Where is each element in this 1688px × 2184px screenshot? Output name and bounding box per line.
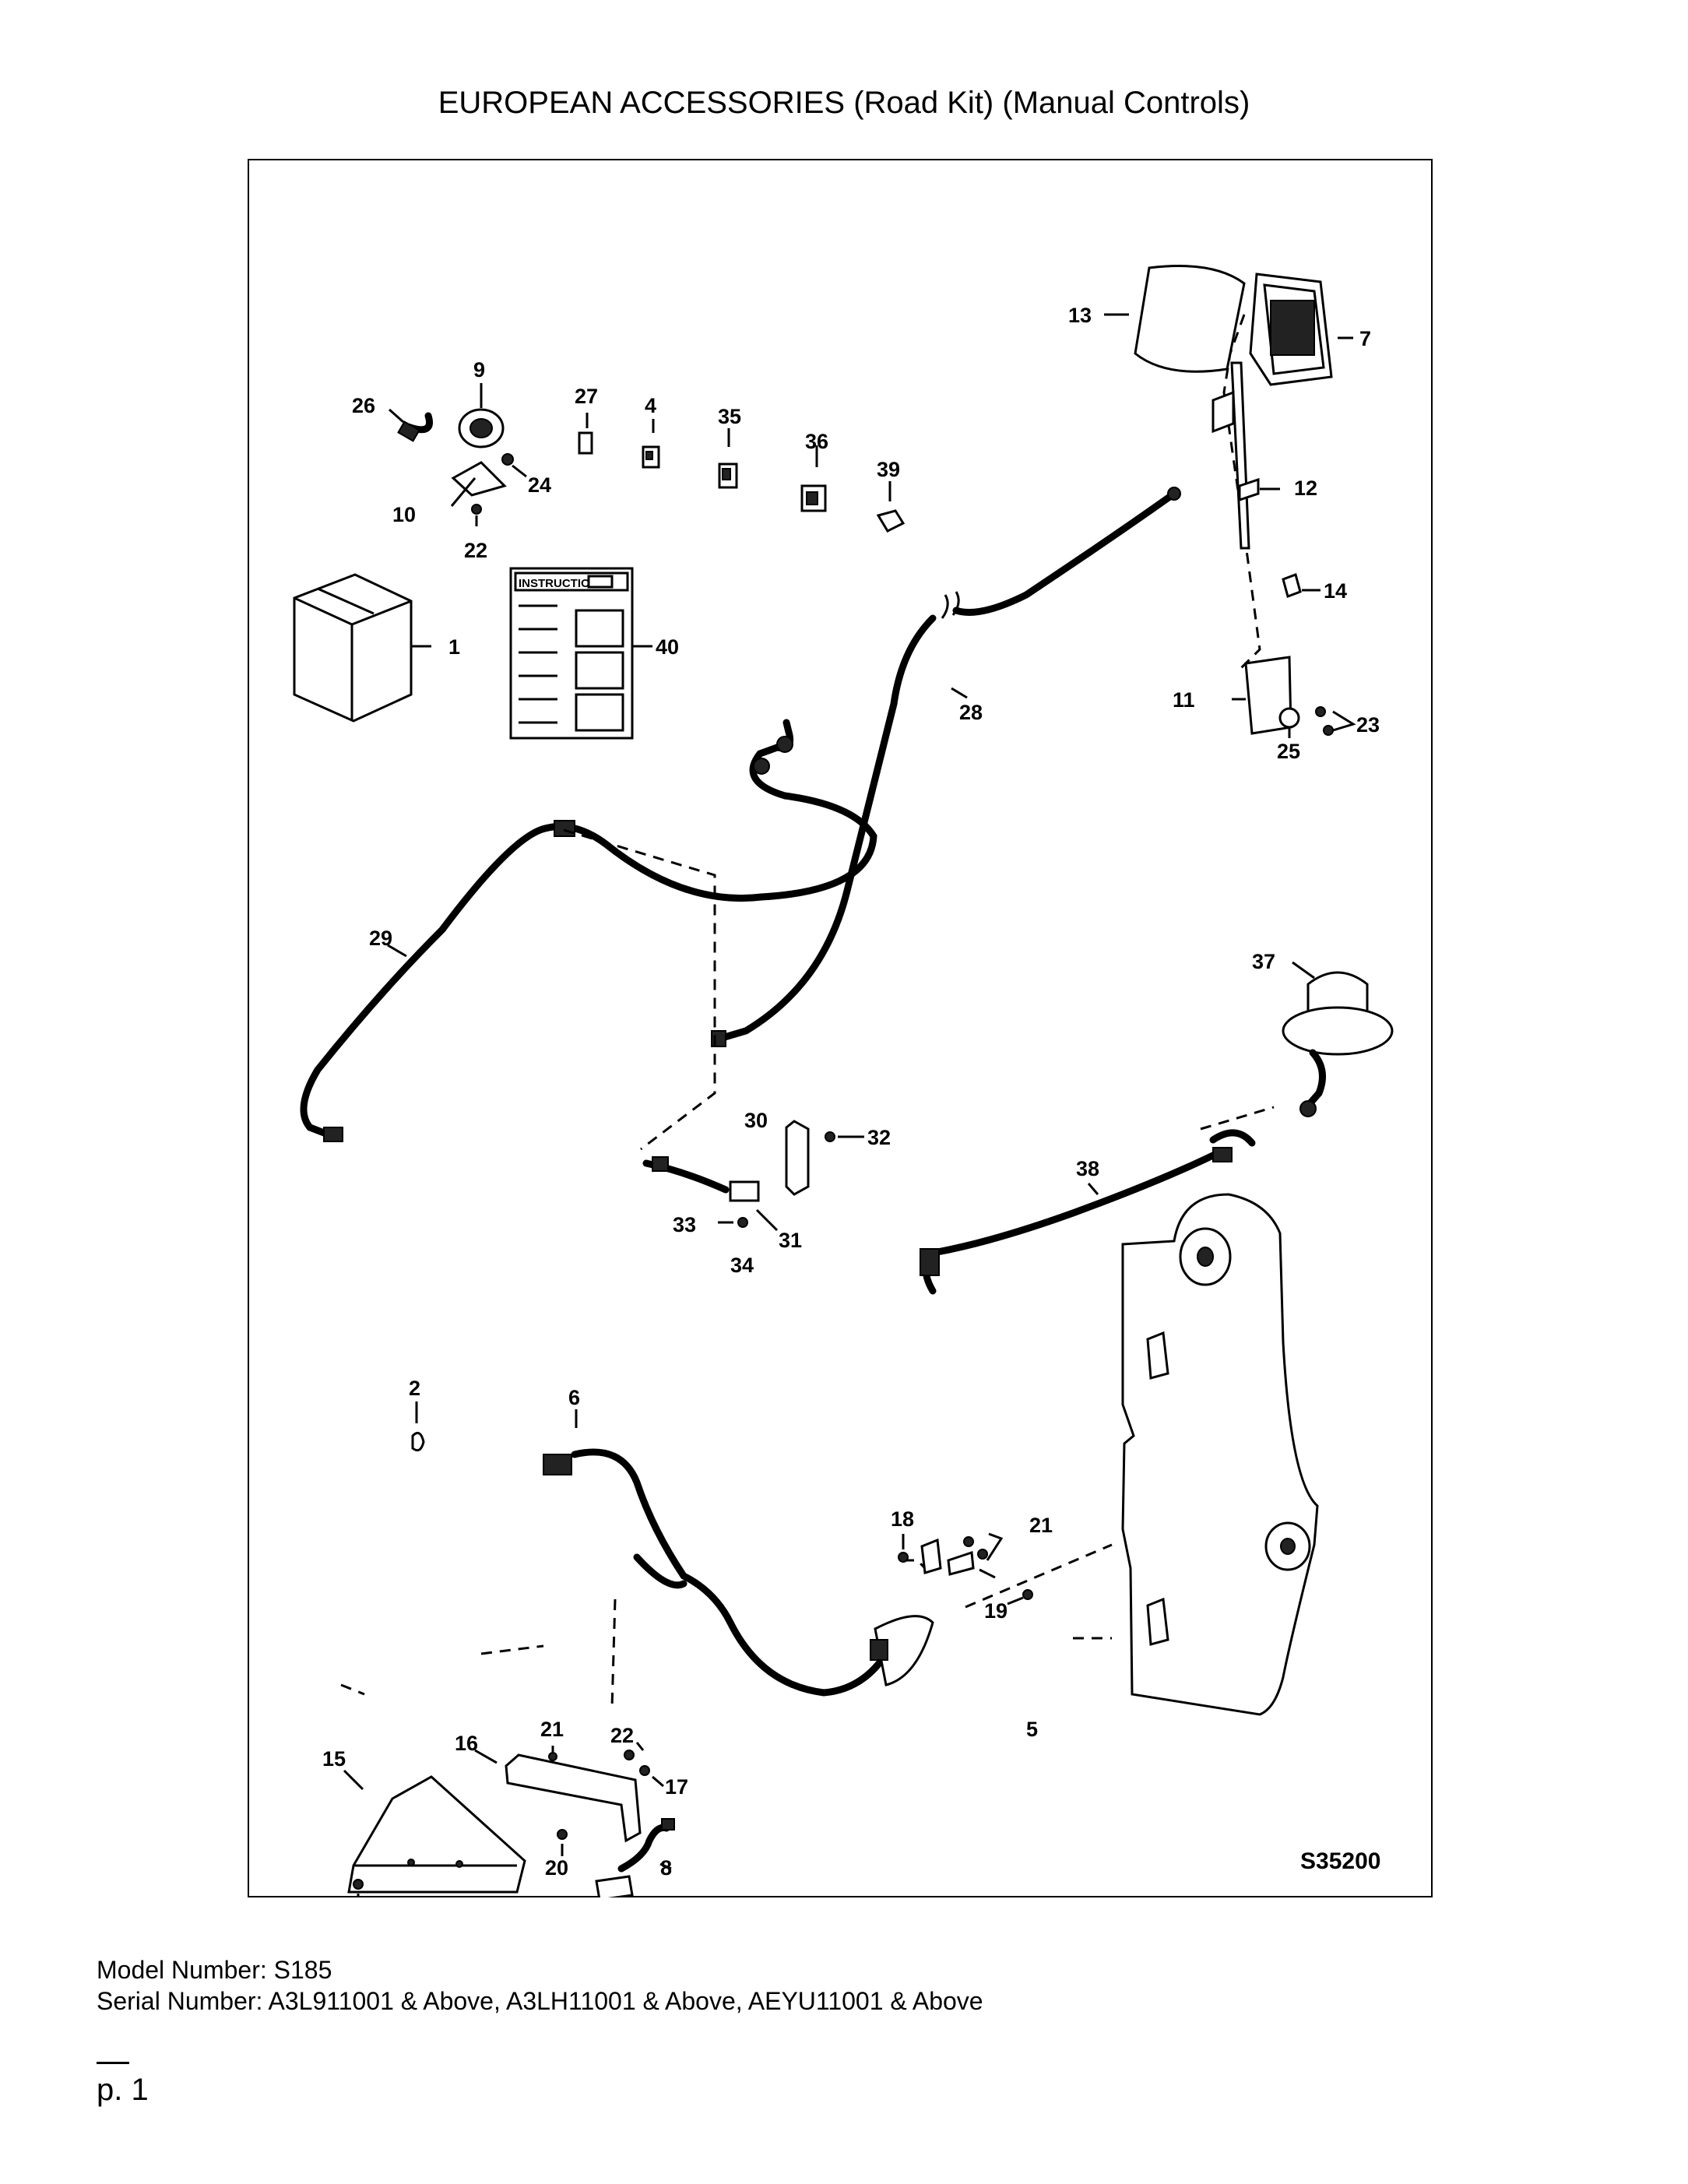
callout-26: 26 — [352, 394, 375, 417]
callout-17: 17 — [665, 1775, 688, 1799]
callout-23: 23 — [1356, 713, 1380, 737]
clip-part — [411, 1401, 425, 1452]
callout-16: 16 — [455, 1732, 478, 1755]
callout-35: 35 — [718, 405, 741, 428]
callout-1: 1 — [448, 635, 460, 659]
callout-7: 7 — [1359, 327, 1371, 350]
callout-14: 14 — [1324, 579, 1347, 603]
callout-40: 40 — [656, 635, 679, 659]
instructions-label: INSTRUCTIONS — [519, 577, 607, 590]
callout-27: 27 — [575, 385, 598, 408]
diagram-frame — [248, 159, 1433, 1897]
callout-4: 4 — [645, 394, 656, 417]
page-title: EUROPEAN ACCESSORIES (Road Kit) (Manual … — [438, 86, 1250, 120]
mirror-and-lamp-assembly — [1104, 265, 1356, 738]
horn-assembly — [389, 383, 527, 526]
callout-31: 31 — [779, 1229, 802, 1252]
callout-12: 12 — [1294, 477, 1317, 500]
page-number: p. 1 — [97, 2073, 149, 2107]
callout-numbers: 1 2 3 4 5 6 7 8 9 10 11 12 13 14 15 16 1… — [322, 304, 1380, 1880]
instructions-sheet: INSTRUCTIONS — [509, 567, 652, 740]
callout-22-a: 22 — [464, 539, 487, 562]
side-panel — [1121, 1193, 1319, 1716]
callout-39: 39 — [877, 458, 900, 481]
callout-37: 37 — [1252, 950, 1275, 973]
cable-29 — [300, 719, 877, 1142]
connection-lines — [340, 314, 1275, 1709]
parts-diagram: .ln { stroke:#000; stroke-width:3; fill:… — [293, 265, 1394, 1897]
callout-28: 28 — [959, 701, 983, 724]
switch-bracket-assembly — [642, 1120, 864, 1232]
callout-10: 10 — [392, 503, 416, 526]
callout-11: 11 — [1173, 688, 1195, 712]
callout-36: 36 — [805, 430, 828, 453]
callout-21-b: 21 — [1029, 1514, 1053, 1537]
callout-29: 29 — [369, 927, 392, 950]
callout-15: 15 — [322, 1747, 346, 1771]
switch-parts — [578, 413, 906, 533]
cable-6 — [543, 1409, 934, 1697]
callout-22-b: 22 — [610, 1724, 634, 1747]
callout-21-a: 21 — [540, 1718, 564, 1741]
callout-32: 32 — [867, 1126, 891, 1149]
callout-8: 8 — [660, 1856, 672, 1880]
callout-19: 19 — [984, 1599, 1008, 1623]
beacon-light — [920, 961, 1394, 1295]
callout-24: 24 — [528, 473, 551, 497]
callout-9: 9 — [473, 358, 485, 382]
cable-28 — [711, 487, 1181, 1047]
callout-6: 6 — [568, 1386, 580, 1409]
light-bracket-assembly — [898, 1532, 1033, 1605]
slow-vehicle-triangle-assembly — [343, 1742, 675, 1897]
box-part — [293, 573, 431, 723]
model-number: Model Number: S185 — [97, 1956, 332, 1984]
callout-13: 13 — [1068, 304, 1092, 327]
callout-20: 20 — [545, 1856, 568, 1880]
callout-25: 25 — [1277, 740, 1300, 763]
callout-2: 2 — [409, 1377, 420, 1400]
callout-30: 30 — [744, 1109, 768, 1132]
callout-33: 33 — [673, 1213, 696, 1236]
drawing-id: S35200 — [1300, 1848, 1380, 1874]
page-rule — [97, 2062, 129, 2064]
callout-38: 38 — [1076, 1157, 1099, 1180]
callout-34: 34 — [730, 1254, 754, 1277]
serial-number: Serial Number: A3L911001 & Above, A3LH11… — [97, 1987, 983, 2015]
callout-5: 5 — [1026, 1718, 1038, 1741]
callout-18-b: 18 — [891, 1507, 914, 1531]
